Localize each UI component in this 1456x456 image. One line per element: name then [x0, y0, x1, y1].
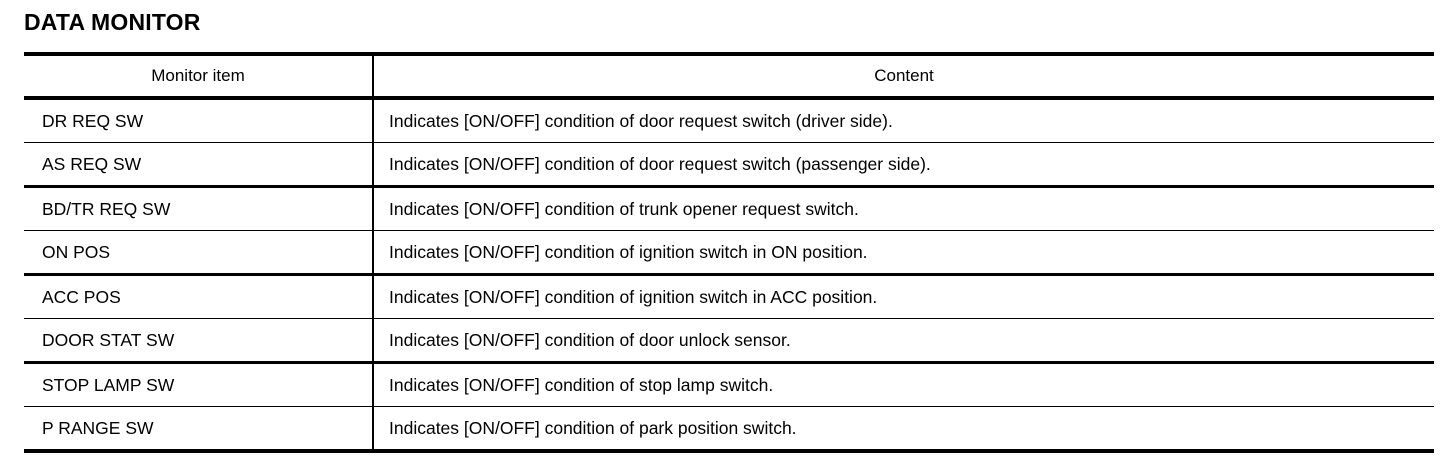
cell-monitor-item: ACC POS — [24, 274, 374, 319]
cell-content: Indicates [ON/OFF] condition of park pos… — [373, 406, 1434, 453]
table-row: AS REQ SW Indicates [ON/OFF] condition o… — [24, 142, 1434, 188]
cell-monitor-item: P RANGE SW — [24, 406, 374, 453]
table-row: BD/TR REQ SW Indicates [ON/OFF] conditio… — [24, 186, 1434, 231]
data-monitor-table: Monitor item Content DR REQ SW Indicates… — [24, 52, 1434, 453]
table-row: P RANGE SW Indicates [ON/OFF] condition … — [24, 406, 1434, 453]
table-row: DR REQ SW Indicates [ON/OFF] condition o… — [24, 98, 1434, 143]
cell-monitor-item: DOOR STAT SW — [24, 318, 374, 364]
table-header-row: Monitor item Content — [24, 52, 1434, 100]
data-monitor-table-container: Monitor item Content DR REQ SW Indicates… — [24, 52, 1434, 453]
table-row: STOP LAMP SW Indicates [ON/OFF] conditio… — [24, 362, 1434, 407]
cell-content: Indicates [ON/OFF] condition of trunk op… — [373, 186, 1434, 231]
cell-monitor-item: AS REQ SW — [24, 142, 374, 188]
cell-content: Indicates [ON/OFF] condition of door req… — [373, 98, 1434, 143]
table-row: ON POS Indicates [ON/OFF] condition of i… — [24, 230, 1434, 276]
column-header-content: Content — [373, 52, 1434, 100]
cell-content: Indicates [ON/OFF] condition of ignition… — [373, 230, 1434, 276]
cell-content: Indicates [ON/OFF] condition of door unl… — [373, 318, 1434, 364]
cell-monitor-item: DR REQ SW — [24, 98, 374, 143]
table-body: DR REQ SW Indicates [ON/OFF] condition o… — [24, 98, 1434, 453]
cell-content: Indicates [ON/OFF] condition of door req… — [373, 142, 1434, 188]
cell-content: Indicates [ON/OFF] condition of ignition… — [373, 274, 1434, 319]
table-row: DOOR STAT SW Indicates [ON/OFF] conditio… — [24, 318, 1434, 364]
cell-content: Indicates [ON/OFF] condition of stop lam… — [373, 362, 1434, 407]
cell-monitor-item: BD/TR REQ SW — [24, 186, 374, 231]
page-title: DATA MONITOR — [24, 9, 201, 35]
table-row: ACC POS Indicates [ON/OFF] condition of … — [24, 274, 1434, 319]
column-header-monitor-item: Monitor item — [24, 52, 374, 100]
cell-monitor-item: STOP LAMP SW — [24, 362, 374, 407]
table-header: Monitor item Content — [24, 52, 1434, 100]
cell-monitor-item: ON POS — [24, 230, 374, 276]
